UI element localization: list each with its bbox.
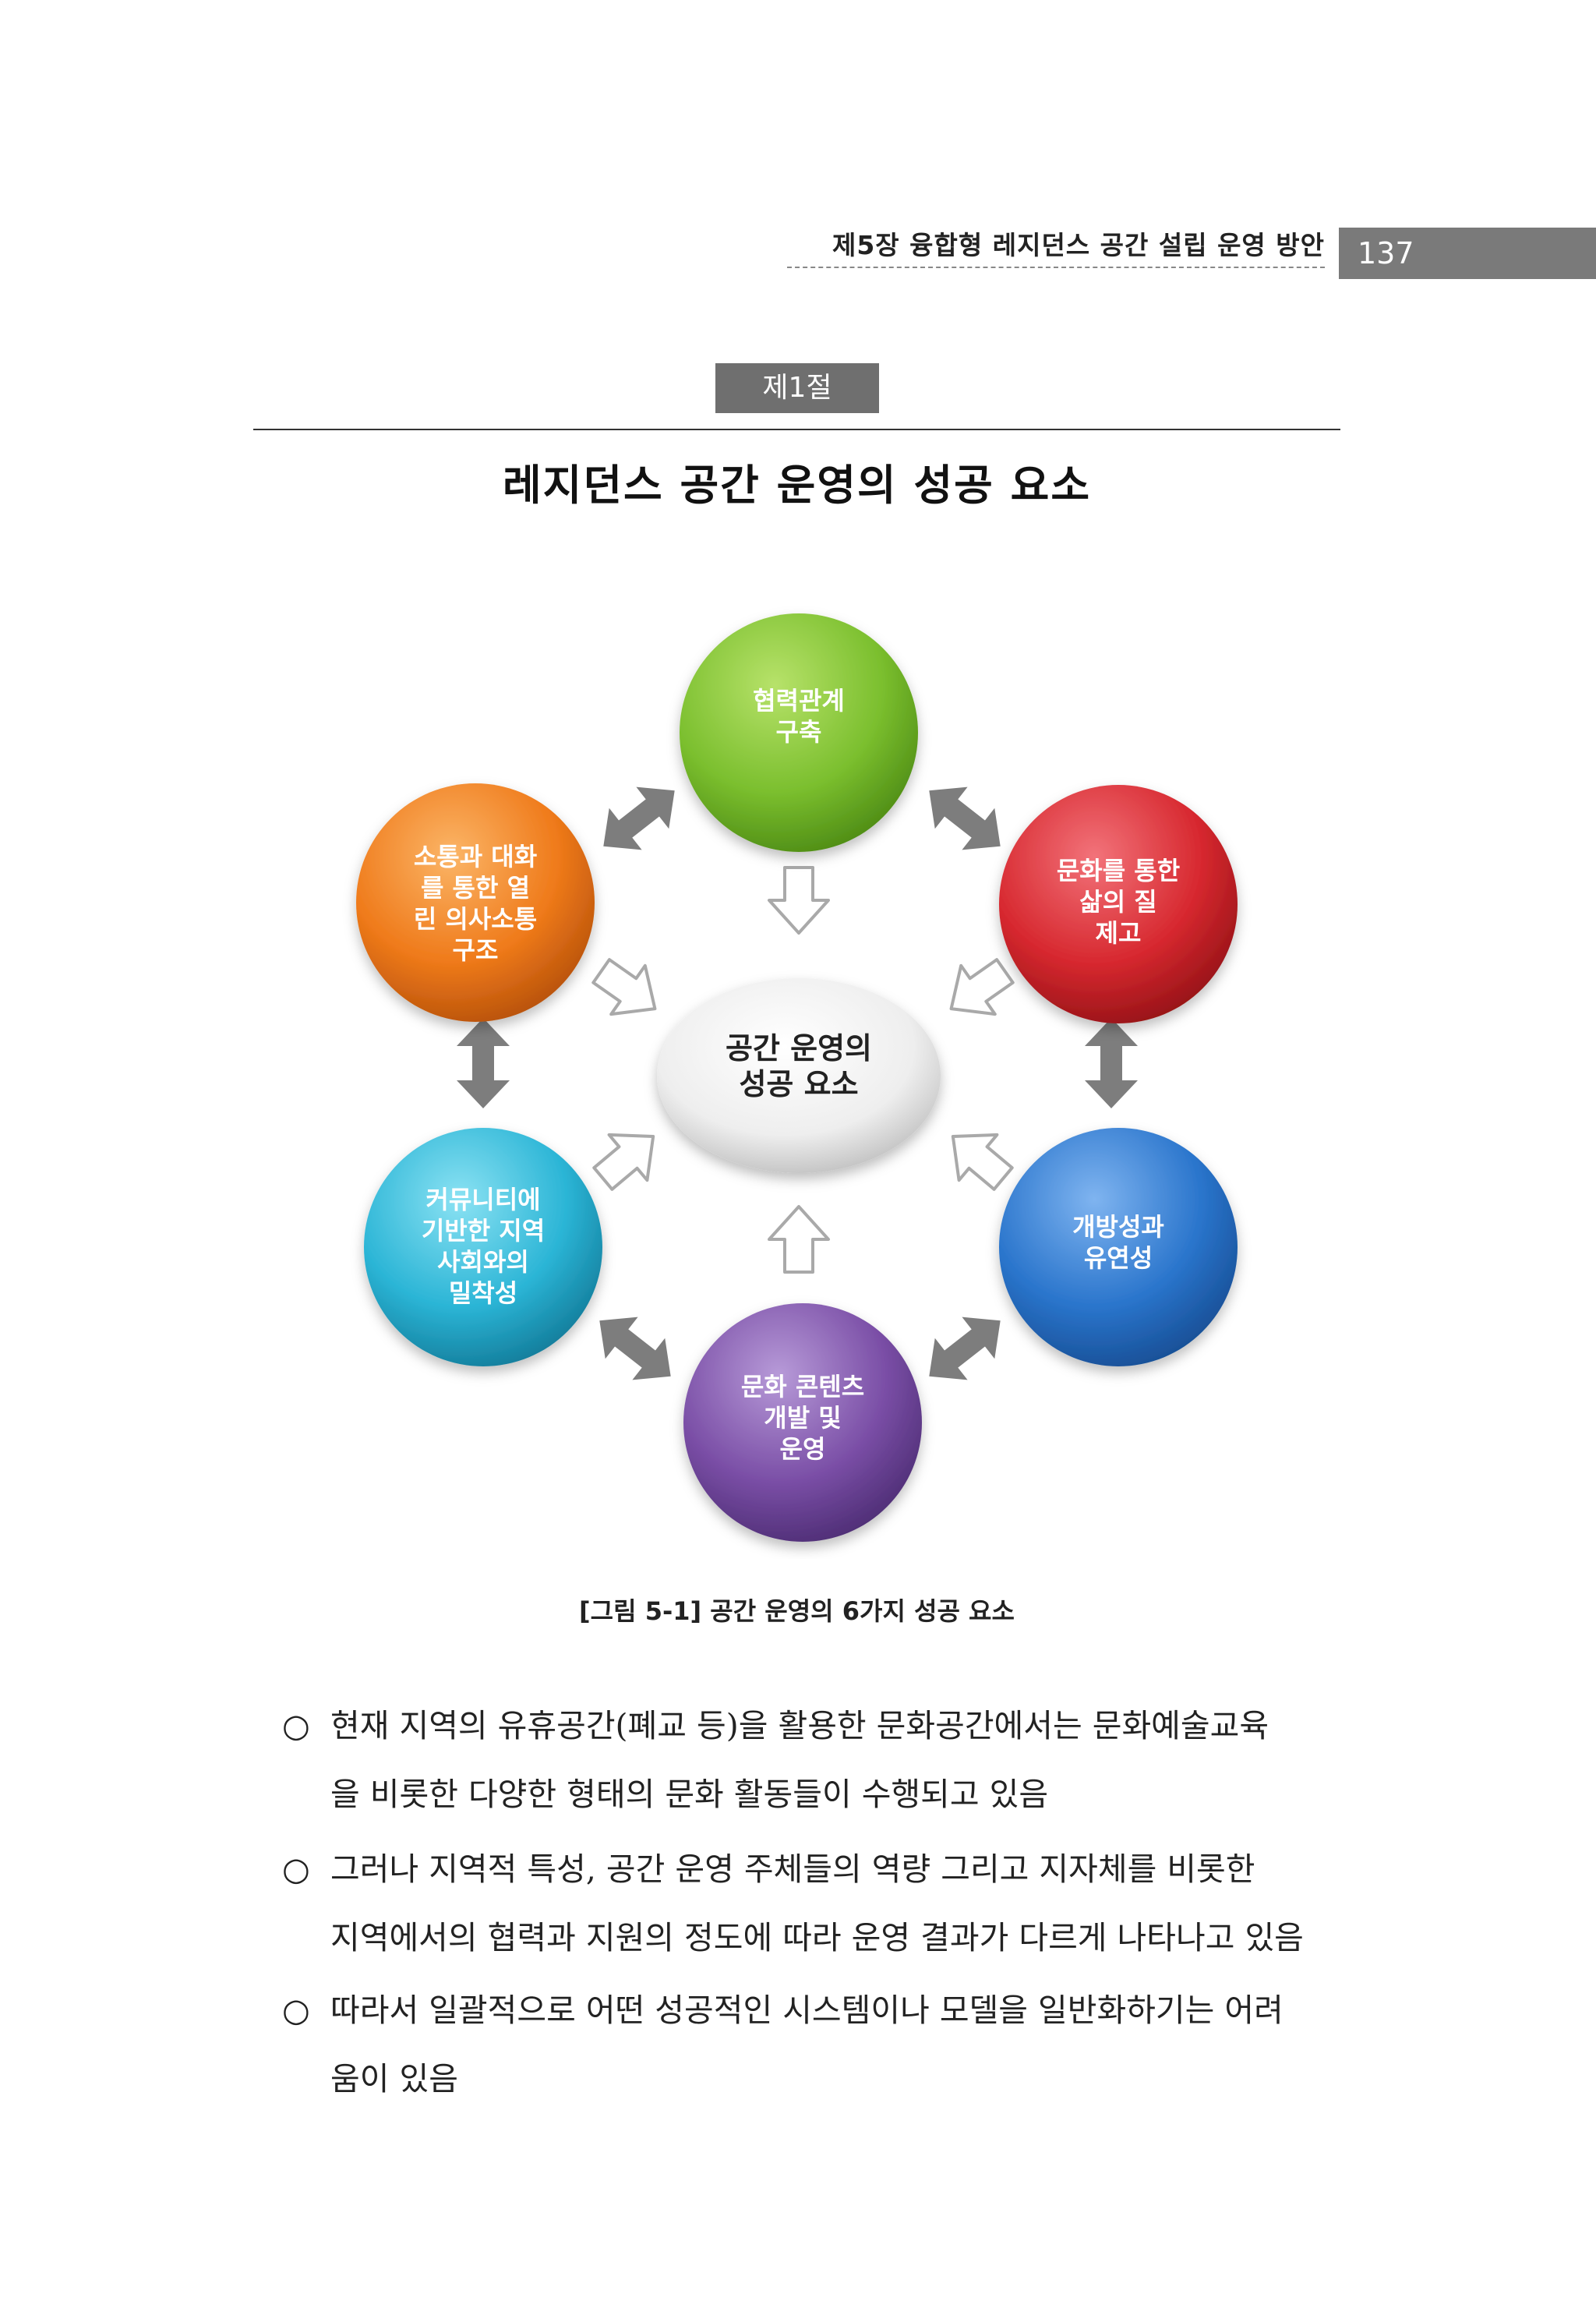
node-label: 린 의사소통 bbox=[414, 904, 537, 934]
page-title: 레지던스 공간 운영의 성공 요소 bbox=[502, 461, 1092, 510]
title-divider bbox=[253, 429, 1340, 430]
paragraph-line: 그러나 지역적 특성, 공간 운영 주체들의 역량 그리고 지자체를 비롯한 bbox=[330, 1850, 1255, 1888]
arrow-to-center-icon bbox=[582, 945, 674, 1035]
center-line: 공간 운영의 bbox=[726, 1031, 872, 1066]
node-communication: 소통과 대화 를 통한 열 린 의사소통 구조 bbox=[356, 783, 595, 1022]
arrow-to-center-icon bbox=[582, 1112, 674, 1203]
page-number: 137 bbox=[1339, 228, 1596, 279]
svg-text:커뮤니티에: 커뮤니티에 bbox=[425, 1185, 540, 1214]
arrow-to-center-icon bbox=[768, 866, 830, 935]
figure-caption: [그림 5-1] 공간 운영의 6가지 성공 요소 bbox=[579, 1596, 1015, 1626]
svg-text:운영: 운영 bbox=[780, 1434, 826, 1464]
double-arrow-icon bbox=[913, 1299, 1017, 1398]
section-label: 제1절 bbox=[715, 363, 879, 413]
center-node: 공간 운영의 성공 요소 bbox=[657, 978, 941, 1173]
node-cooperation: 협력관계 구축 bbox=[680, 613, 918, 852]
paragraph: ○ 현재 지역의 유휴공간(폐교 등)을 활용한 문화공간에서는 문화예술교육 … bbox=[282, 1691, 1342, 1829]
node-label: 소통과 대화 bbox=[414, 842, 537, 871]
success-factors-diagram: 공간 운영의 성공 요소 협력관계 구축 문화를 통한 삶의 질 제고 개방성과 bbox=[356, 613, 1238, 1542]
svg-text:삶의 질: 삶의 질 bbox=[1079, 887, 1156, 917]
svg-text:개방성과: 개방성과 bbox=[1072, 1212, 1164, 1242]
bullet-circle-icon: ○ bbox=[282, 1707, 310, 1744]
paragraph-line: 지역에서의 협력과 지원의 정도에 따라 운영 결과가 다르게 나타나고 있음 bbox=[330, 1919, 1304, 1956]
node-label: 문화를 통한 bbox=[1057, 856, 1180, 885]
node-label: 유연성 bbox=[1084, 1243, 1153, 1273]
node-label: 사회와의 bbox=[437, 1247, 529, 1277]
svg-text:문화를 통한: 문화를 통한 bbox=[1057, 856, 1180, 885]
paragraph: ○ 그러나 지역적 특성, 공간 운영 주체들의 역량 그리고 지자체를 비롯한… bbox=[282, 1835, 1342, 1972]
node-content-development: 문화 콘텐츠 개발 및 운영 bbox=[683, 1303, 922, 1542]
arrow-to-center-icon bbox=[932, 1112, 1024, 1203]
svg-text:성공 요소: 성공 요소 bbox=[739, 1067, 858, 1101]
double-arrow-icon bbox=[587, 769, 691, 868]
node-label: 커뮤니티에 bbox=[425, 1185, 540, 1214]
paragraph-line: 따라서 일괄적으로 어떤 성공적인 시스템이나 모델을 일반화하기는 어려 bbox=[330, 1992, 1284, 2029]
double-arrow-icon bbox=[583, 1299, 687, 1398]
node-label: 밀착성 bbox=[449, 1278, 517, 1308]
svg-text:사회와의: 사회와의 bbox=[437, 1247, 529, 1277]
svg-text:문화 콘텐츠: 문화 콘텐츠 bbox=[741, 1372, 864, 1401]
node-openness: 개방성과 유연성 bbox=[999, 1128, 1238, 1366]
arrow-to-center-icon bbox=[932, 945, 1024, 1035]
arrow-to-center-icon bbox=[768, 1205, 830, 1274]
svg-text:협력관계: 협력관계 bbox=[753, 686, 845, 716]
node-label: 구조 bbox=[453, 935, 499, 965]
paragraph: ○ 따라서 일괄적으로 어떤 성공적인 시스템이나 모델을 일반화하기는 어려 … bbox=[282, 1976, 1342, 2113]
double-arrow-icon bbox=[1085, 1018, 1138, 1108]
node-quality-of-life: 문화를 통한 삶의 질 제고 bbox=[999, 785, 1238, 1023]
node-label: 문화 콘텐츠 bbox=[741, 1372, 864, 1401]
node-label: 삶의 질 bbox=[1079, 887, 1156, 917]
svg-text:제고: 제고 bbox=[1096, 918, 1142, 948]
paragraph-line: 현재 지역의 유휴공간(폐교 등)을 활용한 문화공간에서는 문화예술교육 bbox=[330, 1707, 1269, 1744]
double-arrow-icon bbox=[457, 1018, 510, 1108]
svg-text:린 의사소통: 린 의사소통 bbox=[414, 904, 537, 934]
node-label: 개방성과 bbox=[1072, 1212, 1164, 1242]
node-label: 기반한 지역 bbox=[422, 1216, 545, 1246]
node-label: 운영 bbox=[780, 1434, 826, 1464]
svg-text:유연성: 유연성 bbox=[1084, 1243, 1153, 1273]
node-label: 구축 bbox=[776, 717, 822, 747]
node-label: 제고 bbox=[1096, 918, 1142, 948]
svg-text:밀착성: 밀착성 bbox=[449, 1278, 517, 1308]
svg-text:구축: 구축 bbox=[776, 717, 822, 747]
svg-text:개발 및: 개발 및 bbox=[764, 1403, 841, 1433]
node-label: 협력관계 bbox=[753, 686, 845, 716]
center-line: 성공 요소 bbox=[739, 1067, 858, 1101]
node-label: 를 통한 열 bbox=[421, 873, 530, 903]
double-arrow-icon bbox=[913, 769, 1017, 868]
paragraph-line: 움이 있음 bbox=[330, 2060, 458, 2098]
paragraph-line: 을 비롯한 다양한 형태의 문화 활동들이 수행되고 있음 bbox=[330, 1776, 1049, 1813]
node-label: 개발 및 bbox=[764, 1403, 841, 1433]
running-header-title: 제5장 융합형 레지던스 공간 설립 운영 방안 bbox=[787, 224, 1325, 268]
svg-text:기반한 지역: 기반한 지역 bbox=[422, 1216, 545, 1246]
node-community: 커뮤니티에 기반한 지역 사회와의 밀착성 bbox=[364, 1128, 602, 1366]
svg-text:소통과 대화: 소통과 대화 bbox=[414, 842, 537, 871]
bullet-circle-icon: ○ bbox=[282, 1992, 310, 2029]
svg-text:구조: 구조 bbox=[453, 935, 499, 965]
bullet-circle-icon: ○ bbox=[282, 1850, 310, 1888]
svg-text:를 통한 열: 를 통한 열 bbox=[421, 873, 530, 903]
svg-text:공간 운영의: 공간 운영의 bbox=[726, 1031, 872, 1066]
